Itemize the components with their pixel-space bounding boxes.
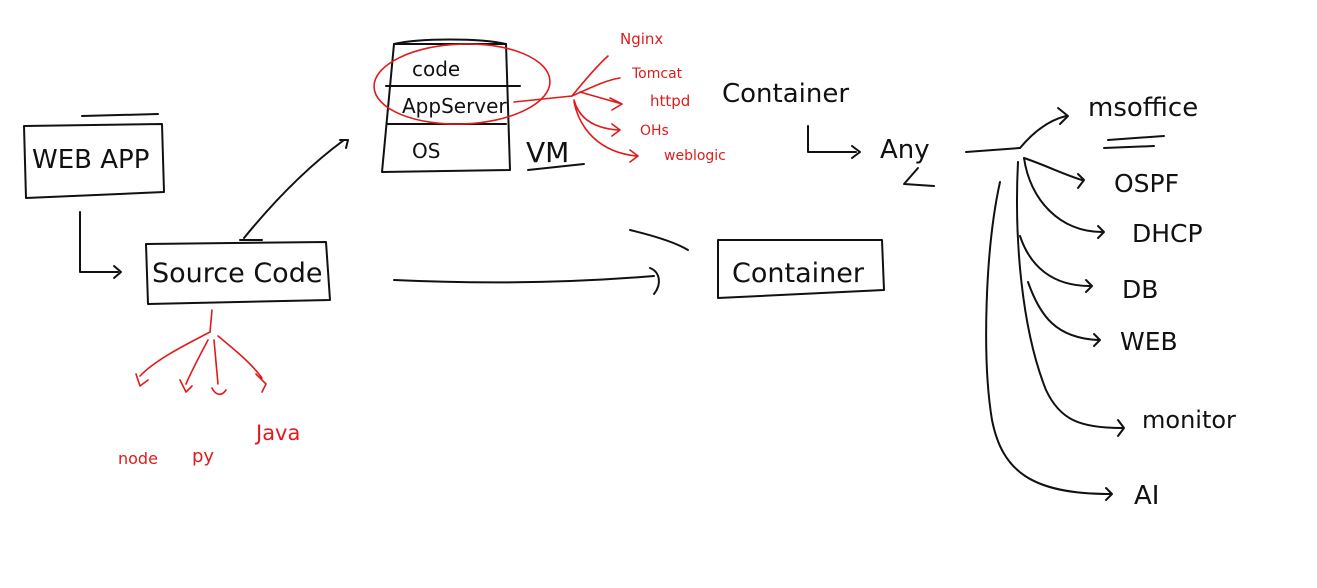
source-code-label: Source Code — [152, 258, 322, 289]
vm-layer-code: code — [412, 57, 460, 81]
arrow-source-to-container-head — [649, 267, 660, 295]
webapp-box-tab — [81, 113, 159, 117]
code-appserver-circle — [373, 43, 551, 125]
language-fork-stem — [209, 309, 213, 333]
branch-monitor — [1016, 161, 1123, 429]
example-dhcp: DHCP — [1132, 219, 1203, 248]
webapp-label: WEB APP — [32, 145, 149, 175]
branch-ai — [985, 181, 1111, 495]
fan-httpd — [579, 91, 623, 111]
language-branch-py — [179, 339, 209, 393]
container-heading: Container — [722, 79, 849, 109]
example-ospf: OSPF — [1114, 169, 1179, 198]
webapp-box — [23, 123, 165, 199]
app-server-nginx: Nginx — [620, 30, 663, 48]
appserver-annotation: Nginx Tomcat httpd OHs weblogic — [373, 30, 726, 164]
branch-msoffice — [1019, 115, 1067, 149]
branch-web — [1027, 281, 1099, 341]
language-py: py — [192, 446, 214, 467]
app-server-httpd: httpd — [650, 92, 690, 110]
vm-label-underline — [527, 163, 585, 171]
example-ai: AI — [1134, 481, 1159, 511]
vm-layer-appserver: AppServer — [402, 94, 507, 118]
language-java: Java — [254, 421, 300, 445]
language-branch-node — [135, 331, 211, 387]
arrow-source-to-vm — [243, 139, 345, 239]
container-box-label: Container — [732, 258, 865, 289]
arrow-container-to-any-head — [851, 145, 861, 159]
arrow-webapp-to-source-head — [113, 265, 122, 279]
container-node: Container — [629, 229, 885, 299]
webapp-node: WEB APP — [23, 113, 165, 199]
example-web: WEB — [1120, 327, 1178, 356]
branch-dhcp — [1023, 157, 1103, 233]
branch-db-head — [1085, 279, 1093, 293]
tree-root-connector — [965, 147, 1021, 153]
branch-ospf — [1023, 157, 1083, 181]
branch-ospf-head — [1077, 173, 1085, 189]
appserver-connector — [513, 95, 573, 103]
any-label: Any — [880, 135, 930, 165]
branch-msoffice-head — [1057, 107, 1069, 125]
language-branch-java-a — [211, 339, 227, 396]
branch-monitor-head — [1117, 419, 1125, 437]
fan-ohs — [573, 99, 621, 137]
language-branch-java-b — [217, 335, 267, 393]
branch-dhcp-head — [1097, 225, 1105, 239]
branch-web-head — [1093, 333, 1101, 347]
msoffice-underline — [1103, 135, 1165, 149]
arrow-source-to-vm-head — [339, 139, 349, 149]
fan-weblogic — [573, 101, 639, 163]
vm-stack: code AppServer OS VM — [381, 38, 585, 173]
branch-db — [1019, 235, 1091, 287]
arrow-source-to-container — [393, 275, 655, 284]
source-code-node: Source Code — [145, 239, 331, 305]
container-box-tab — [629, 229, 689, 251]
arrow-container-to-any — [807, 125, 857, 153]
fan-tomcat — [571, 77, 621, 97]
language-node: node — [118, 449, 158, 468]
app-server-tomcat: Tomcat — [631, 66, 683, 82]
examples-tree: msoffice OSPF DHCP DB WEB monitor AI — [965, 93, 1236, 511]
vm-layer-os: OS — [412, 139, 440, 163]
any-underline — [903, 167, 935, 187]
languages-annotation: node py Java — [118, 309, 300, 468]
example-db: DB — [1122, 275, 1158, 304]
arrow-webapp-to-source — [79, 211, 119, 273]
app-server-weblogic: weblogic — [664, 148, 726, 164]
branch-ai-head — [1105, 487, 1113, 501]
app-server-ohs: OHs — [640, 123, 669, 139]
example-monitor: monitor — [1142, 406, 1236, 434]
container-box — [717, 239, 885, 299]
example-msoffice: msoffice — [1088, 93, 1198, 123]
fan-nginx — [571, 55, 609, 97]
vm-stack-top-lip — [393, 38, 507, 45]
vm-label: VM — [526, 136, 569, 169]
container-any-group: Container Any — [722, 79, 935, 187]
source-code-box — [145, 241, 331, 305]
